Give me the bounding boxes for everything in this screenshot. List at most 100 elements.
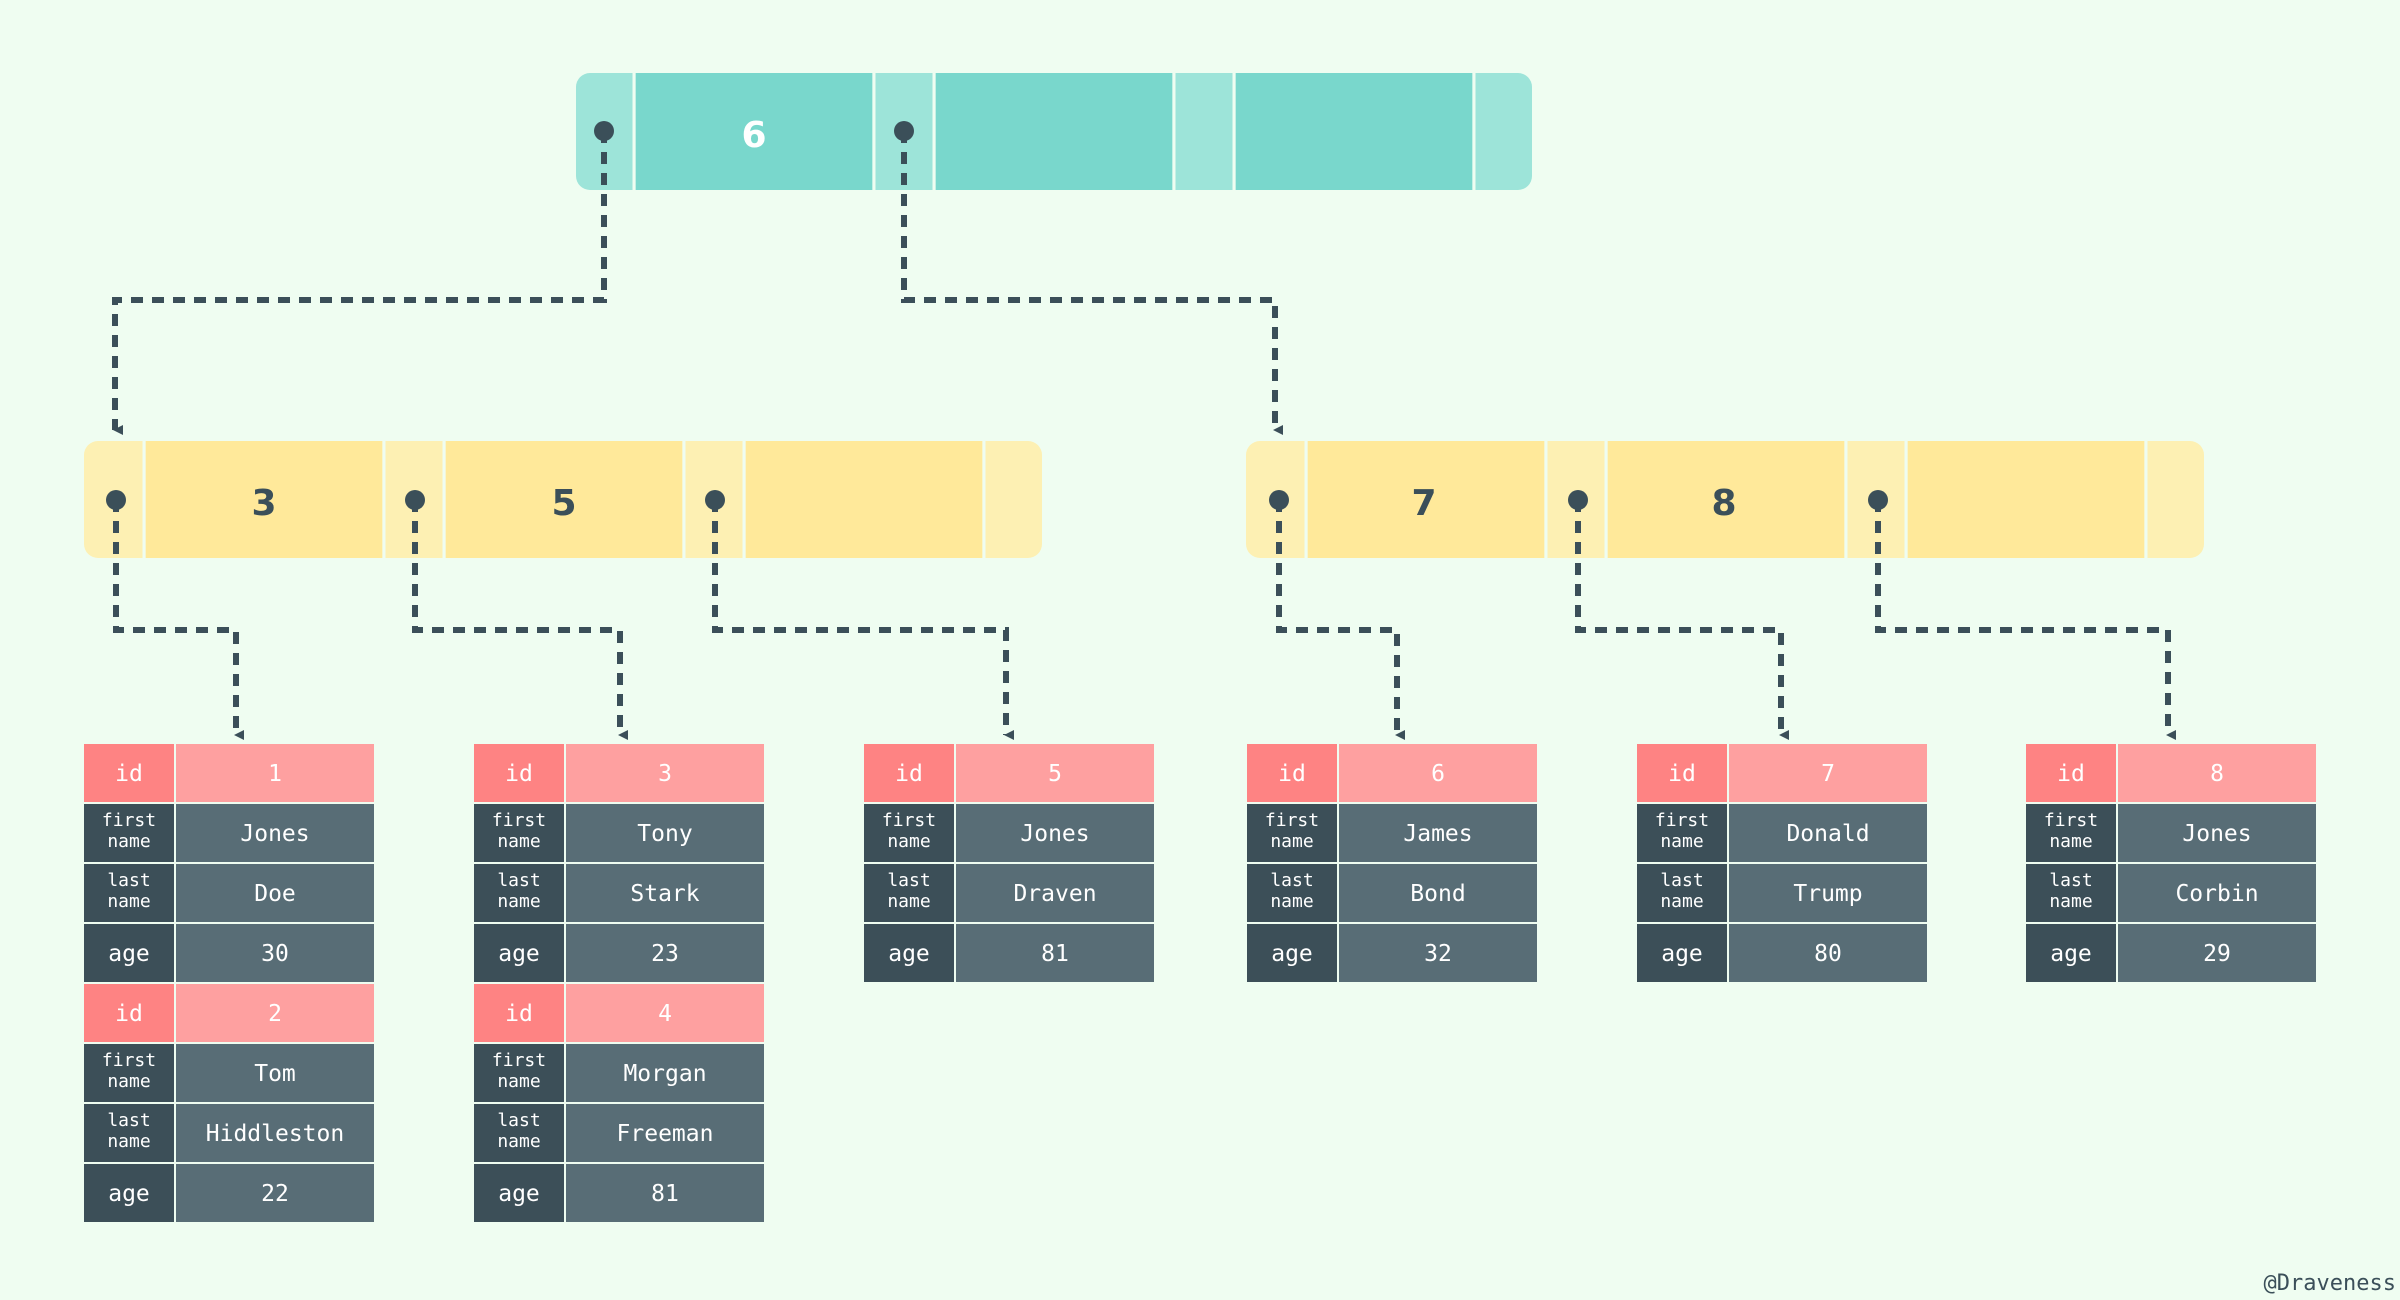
- field-label: first: [492, 1050, 546, 1071]
- field-label-cell: [474, 864, 564, 922]
- field-label-cell: [1247, 924, 1337, 982]
- root-node: 6: [576, 73, 1532, 190]
- field-value-cell: [1339, 744, 1537, 802]
- field-label: name: [497, 1131, 540, 1152]
- arrow-to-leaf-5: [1575, 500, 1789, 740]
- internal-right-key-1: 7: [1411, 483, 1436, 524]
- field-value: Jones: [2182, 821, 2251, 847]
- field-value: Jones: [1020, 821, 1089, 847]
- field-label: name: [497, 831, 540, 852]
- field-label-cell: [864, 744, 954, 802]
- field-value: 3: [658, 761, 672, 787]
- internal-left-key-2: 5: [551, 483, 576, 524]
- field-label: last: [107, 870, 150, 891]
- field-label-cell: [1247, 804, 1337, 862]
- field-value: Trump: [1793, 881, 1862, 907]
- arrow-root-to-right: [901, 131, 1283, 435]
- field-value-cell: [176, 804, 374, 862]
- arrow-to-leaf-4: [1276, 500, 1405, 740]
- field-label-cell: [474, 1164, 564, 1222]
- field-value: Donald: [1786, 821, 1869, 847]
- field-value-cell: [956, 744, 1154, 802]
- field-value-cell: [566, 804, 764, 862]
- field-value: 8: [2210, 761, 2224, 787]
- arrow-to-leaf-1: [113, 500, 244, 740]
- field-label-cell: [84, 1164, 174, 1222]
- field-label: id: [2057, 761, 2085, 787]
- field-label-cell: [1247, 744, 1337, 802]
- field-label: last: [1270, 870, 1313, 891]
- field-label-cell: [2026, 924, 2116, 982]
- field-value: James: [1403, 821, 1472, 847]
- field-value-cell: [2118, 804, 2316, 862]
- field-value-cell: [176, 1104, 374, 1162]
- field-label-cell: [84, 924, 174, 982]
- field-label: id: [895, 761, 923, 787]
- field-label-cell: [474, 1044, 564, 1102]
- field-label: name: [1270, 891, 1313, 912]
- field-label-cell: [84, 984, 174, 1042]
- field-value-cell: [176, 1164, 374, 1222]
- internal-left-key-1: 3: [251, 483, 276, 524]
- pointer-arrows: [112, 131, 2176, 740]
- field-label: id: [115, 1001, 143, 1027]
- field-value: 23: [651, 941, 679, 967]
- field-value-cell: [1729, 804, 1927, 862]
- field-label: last: [887, 870, 930, 891]
- field-label: name: [107, 1131, 150, 1152]
- field-label-cell: [474, 924, 564, 982]
- field-value-cell: [1729, 924, 1927, 982]
- field-label: name: [2049, 891, 2092, 912]
- field-label: age: [498, 1181, 540, 1207]
- field-value-cell: [566, 924, 764, 982]
- field-label-cell: [864, 924, 954, 982]
- field-label: name: [887, 891, 930, 912]
- field-label: last: [1660, 870, 1703, 891]
- field-label: id: [115, 761, 143, 787]
- field-label-cell: [474, 744, 564, 802]
- field-value-cell: [1339, 924, 1537, 982]
- field-value: Jones: [240, 821, 309, 847]
- field-value: Tony: [637, 821, 692, 847]
- field-label-cell: [84, 1104, 174, 1162]
- field-value-cell: [2118, 924, 2316, 982]
- field-value-cell: [176, 864, 374, 922]
- field-label-cell: [84, 1044, 174, 1102]
- field-label: id: [1278, 761, 1306, 787]
- field-label-cell: [1637, 864, 1727, 922]
- field-value: Stark: [630, 881, 699, 907]
- field-label: age: [1271, 941, 1313, 967]
- field-label: last: [107, 1110, 150, 1131]
- field-value: Morgan: [623, 1061, 706, 1087]
- field-value: Doe: [254, 881, 296, 907]
- field-value: Freeman: [617, 1121, 714, 1147]
- field-label: name: [1660, 891, 1703, 912]
- field-label: first: [2044, 810, 2098, 831]
- field-label-cell: [2026, 864, 2116, 922]
- field-value: 7: [1821, 761, 1835, 787]
- author-credit: @Draveness: [2264, 1271, 2396, 1296]
- field-value-cell: [1339, 864, 1537, 922]
- field-label: last: [497, 1110, 540, 1131]
- field-value: 81: [1041, 941, 1069, 967]
- field-value: Corbin: [2175, 881, 2258, 907]
- field-value: 2: [268, 1001, 282, 1027]
- field-label: age: [108, 1181, 150, 1207]
- field-label-cell: [2026, 744, 2116, 802]
- field-value-cell: [566, 984, 764, 1042]
- field-value-cell: [566, 1104, 764, 1162]
- field-label: id: [1668, 761, 1696, 787]
- field-value: 32: [1424, 941, 1452, 967]
- root-key-1: 6: [741, 115, 766, 156]
- field-value-cell: [1729, 744, 1927, 802]
- field-value: 4: [658, 1001, 672, 1027]
- field-label: first: [102, 1050, 156, 1071]
- field-label: last: [2049, 870, 2092, 891]
- field-value-cell: [956, 804, 1154, 862]
- field-label-cell: [474, 804, 564, 862]
